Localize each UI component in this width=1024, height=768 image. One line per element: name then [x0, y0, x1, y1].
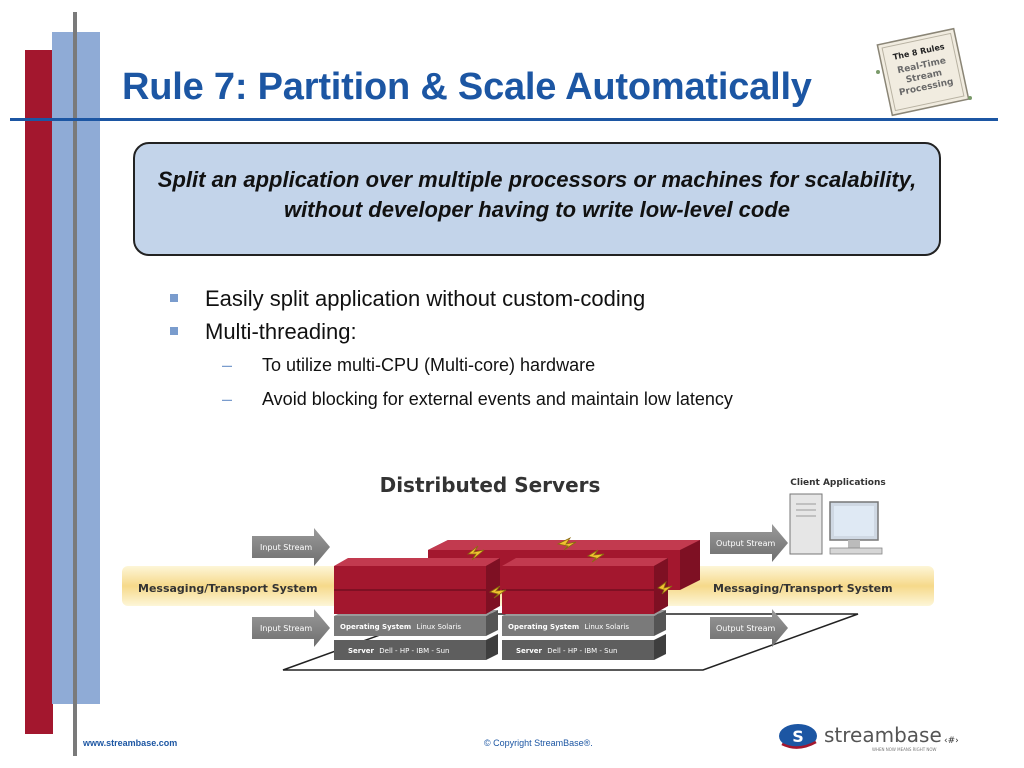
server-stack-right: Operating System Linux Solaris Server De… — [502, 558, 668, 660]
callout-text: Split an application over multiple proce… — [157, 167, 917, 222]
server-stack-left: Operating System Linux Solaris Server De… — [334, 558, 500, 660]
svg-text:Output Stream: Output Stream — [716, 539, 775, 548]
sub-bullet-text: To utilize multi-CPU (Multi-core) hardwa… — [262, 355, 596, 375]
bullet-item: Multi-threading: — [170, 317, 950, 350]
sub-bullet-item: – Avoid blocking for external events and… — [170, 384, 950, 418]
output-stream-arrow-top: Output Stream — [710, 524, 788, 562]
bullet-item: Easily split application without custom-… — [170, 284, 950, 317]
footer-url[interactable]: www.streambase.com — [83, 738, 178, 748]
logo-tagline: WHEN NOW MEANS RIGHT NOW — [872, 747, 937, 752]
lightning-bolt-icons — [466, 536, 673, 599]
diagram-title: Distributed Servers — [380, 473, 601, 497]
eight-rules-badge: The 8 Rules Real-Time Stream Processing — [876, 27, 972, 117]
output-stream-arrow-bottom: Output Stream — [710, 609, 788, 647]
dash-icon: – — [222, 389, 233, 409]
input-stream-arrow-top: Input Stream — [252, 528, 330, 566]
svg-text:Input Stream: Input Stream — [260, 543, 312, 552]
sub-bullet-text: Avoid blocking for external events and m… — [262, 389, 733, 409]
bullet-list: Easily split application without custom-… — [170, 284, 950, 418]
footer-copyright: © Copyright StreamBase®. — [484, 738, 593, 748]
client-applications-label: Client Applications — [790, 478, 885, 488]
sidebar-gray-line — [73, 12, 77, 756]
svg-text:Operating System Linux: Operating System Linux Solaris — [340, 623, 461, 631]
bullet-square-icon — [170, 327, 178, 335]
streambase-logo: S streambase WHEN NOW MEANS RIGHT NOW ‹#… — [779, 723, 959, 752]
messaging-label-left: Messaging/Transport System — [138, 582, 318, 595]
svg-text:Operating System Linux: Operating System Linux Solaris — [508, 623, 629, 631]
bullet-square-icon — [170, 294, 178, 302]
svg-text:Input Stream: Input Stream — [260, 624, 312, 633]
svg-text:Server Dell - HP - IBM: Server Dell - HP - IBM - Sun — [348, 647, 449, 655]
dash-icon: – — [222, 355, 233, 375]
svg-text:Output Stream: Output Stream — [716, 624, 775, 633]
sub-bullet-item: – To utilize multi-CPU (Multi-core) hard… — [170, 350, 950, 384]
distributed-servers-diagram: Distributed Servers Client Applications … — [122, 473, 934, 671]
messaging-label-right: Messaging/Transport System — [713, 582, 893, 595]
sidebar-red-bar — [25, 50, 53, 734]
logo-text: streambase — [824, 723, 942, 747]
bullet-text: Easily split application without custom-… — [205, 286, 646, 311]
title-divider — [10, 118, 998, 121]
svg-text:S: S — [792, 727, 804, 746]
input-stream-arrow-bottom: Input Stream — [252, 609, 330, 647]
slide-title: Rule 7: Partition & Scale Automatically — [122, 66, 812, 108]
bullet-text: Multi-threading: — [205, 319, 357, 344]
key-statement-callout: Split an application over multiple proce… — [133, 142, 941, 256]
page-number: ‹#› — [944, 736, 959, 746]
svg-text:Server Dell - HP - IBM: Server Dell - HP - IBM - Sun — [516, 647, 617, 655]
client-computer-icon — [789, 493, 883, 555]
